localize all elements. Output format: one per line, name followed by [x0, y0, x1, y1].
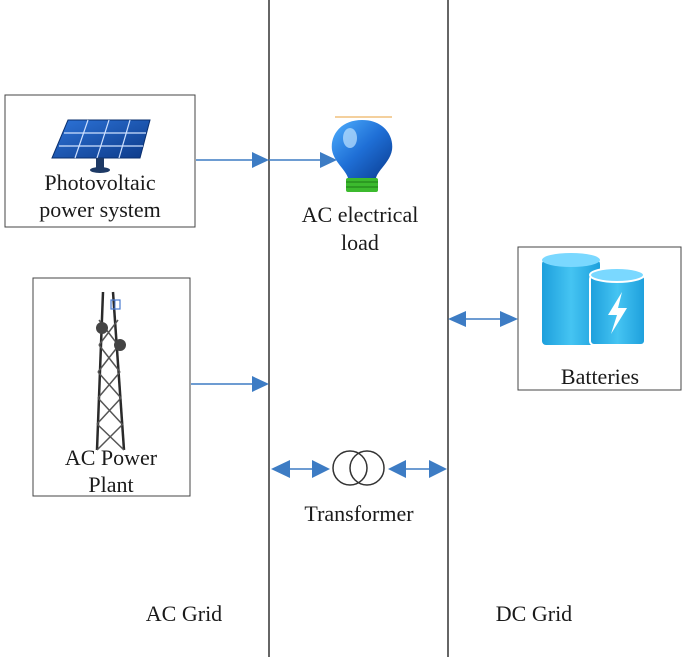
ac-load-block: AC electrical load	[302, 116, 419, 255]
photovoltaic-label-line2: power system	[39, 197, 161, 222]
plant-to-ac-arrow	[191, 376, 269, 392]
ac-power-plant-label-line2: Plant	[88, 472, 133, 497]
photovoltaic-label-line1: Photovoltaic	[44, 170, 155, 195]
batteries-block: Batteries	[517, 246, 682, 391]
ac-transformer-bidirectional-arrow	[271, 460, 330, 478]
ac-load-label-line1: AC electrical	[302, 202, 419, 227]
ac-to-load-arrow	[269, 152, 337, 168]
ac-grid-label: AC Grid	[146, 601, 222, 626]
ac-load-label-line2: load	[341, 230, 379, 255]
ac-power-plant-block: AC Power Plant	[32, 277, 191, 497]
transformer-block: Transformer	[271, 450, 447, 526]
dc-battery-bidirectional-arrow	[448, 311, 518, 327]
ac-power-plant-label-line1: AC Power	[65, 445, 158, 470]
batteries-label: Batteries	[561, 364, 639, 389]
transformer-dc-bidirectional-arrow	[388, 460, 447, 478]
pv-to-ac-arrow	[196, 152, 269, 168]
solar-panel-icon	[51, 119, 151, 173]
transformer-icon	[332, 450, 385, 486]
transmission-tower-icon	[95, 291, 126, 451]
battery-icon	[542, 253, 646, 346]
dc-grid-label: DC Grid	[496, 601, 572, 626]
light-bulb-icon	[331, 116, 393, 192]
transformer-label: Transformer	[304, 501, 414, 526]
photovoltaic-block: Photovoltaic power system	[4, 94, 196, 228]
